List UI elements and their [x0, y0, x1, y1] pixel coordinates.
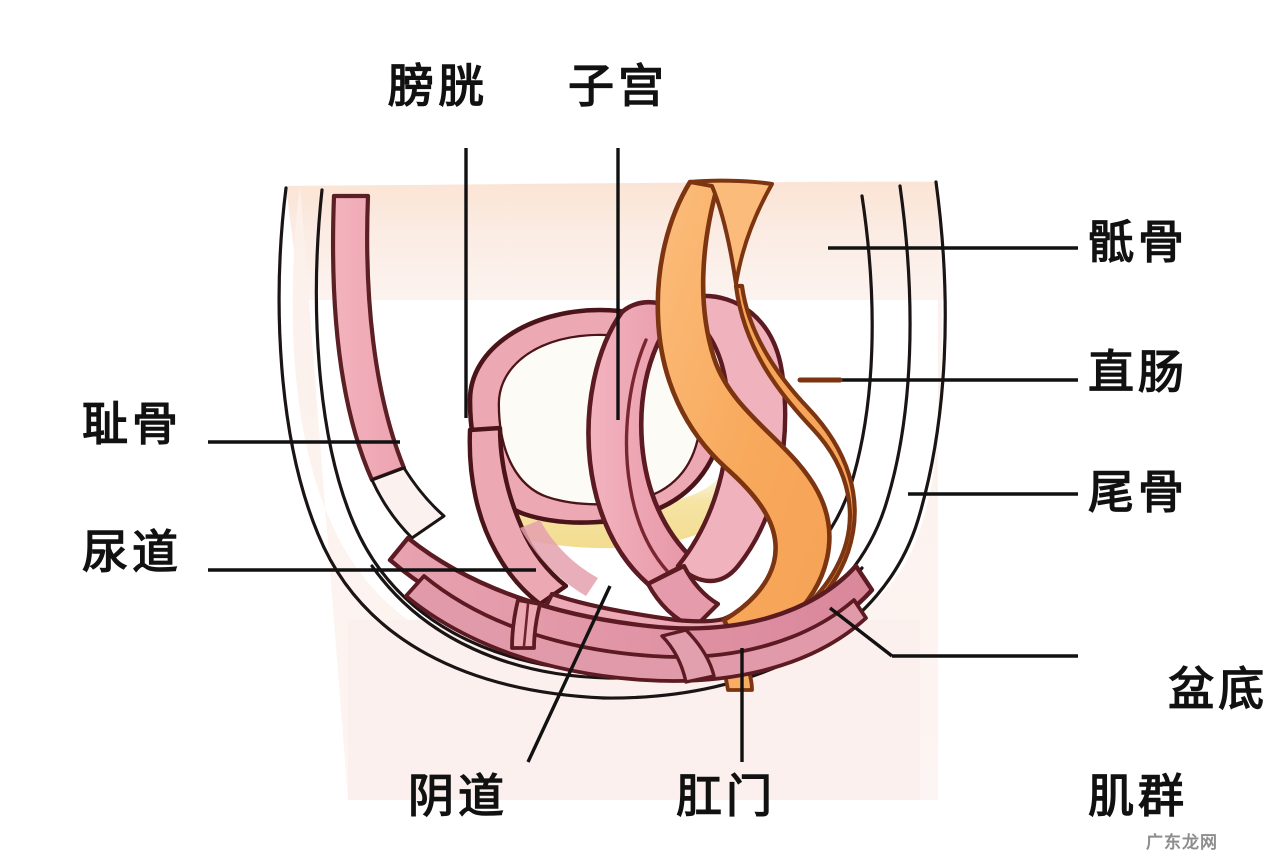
label-urethra: 尿道 [82, 525, 182, 579]
label-bladder: 膀胱 [388, 59, 488, 113]
leader-lines [208, 148, 1078, 763]
urethra-shape [510, 598, 542, 650]
label-vagina: 阴道 [408, 769, 508, 823]
label-anus: 肛门 [676, 769, 776, 823]
leader-vagina [526, 585, 612, 763]
pubic-bone-shape [330, 193, 446, 540]
label-pelvic-floor-line1: 盆底 [1168, 662, 1269, 717]
label-sacrum: 骶骨 [1088, 215, 1188, 269]
label-pelvic-floor-line2: 肌群 [1088, 769, 1188, 824]
label-rectum: 直肠 [1088, 345, 1188, 399]
label-pelvic-floor-muscles: 盆底 肌群 [1088, 610, 1268, 868]
label-pubic-bone: 耻骨 [82, 397, 182, 451]
leader-pelvic-floor-tail [828, 606, 894, 658]
label-uterus: 子宫 [568, 59, 668, 113]
label-coccyx: 尾骨 [1088, 465, 1188, 519]
watermark: 广东龙网 [1146, 833, 1218, 853]
